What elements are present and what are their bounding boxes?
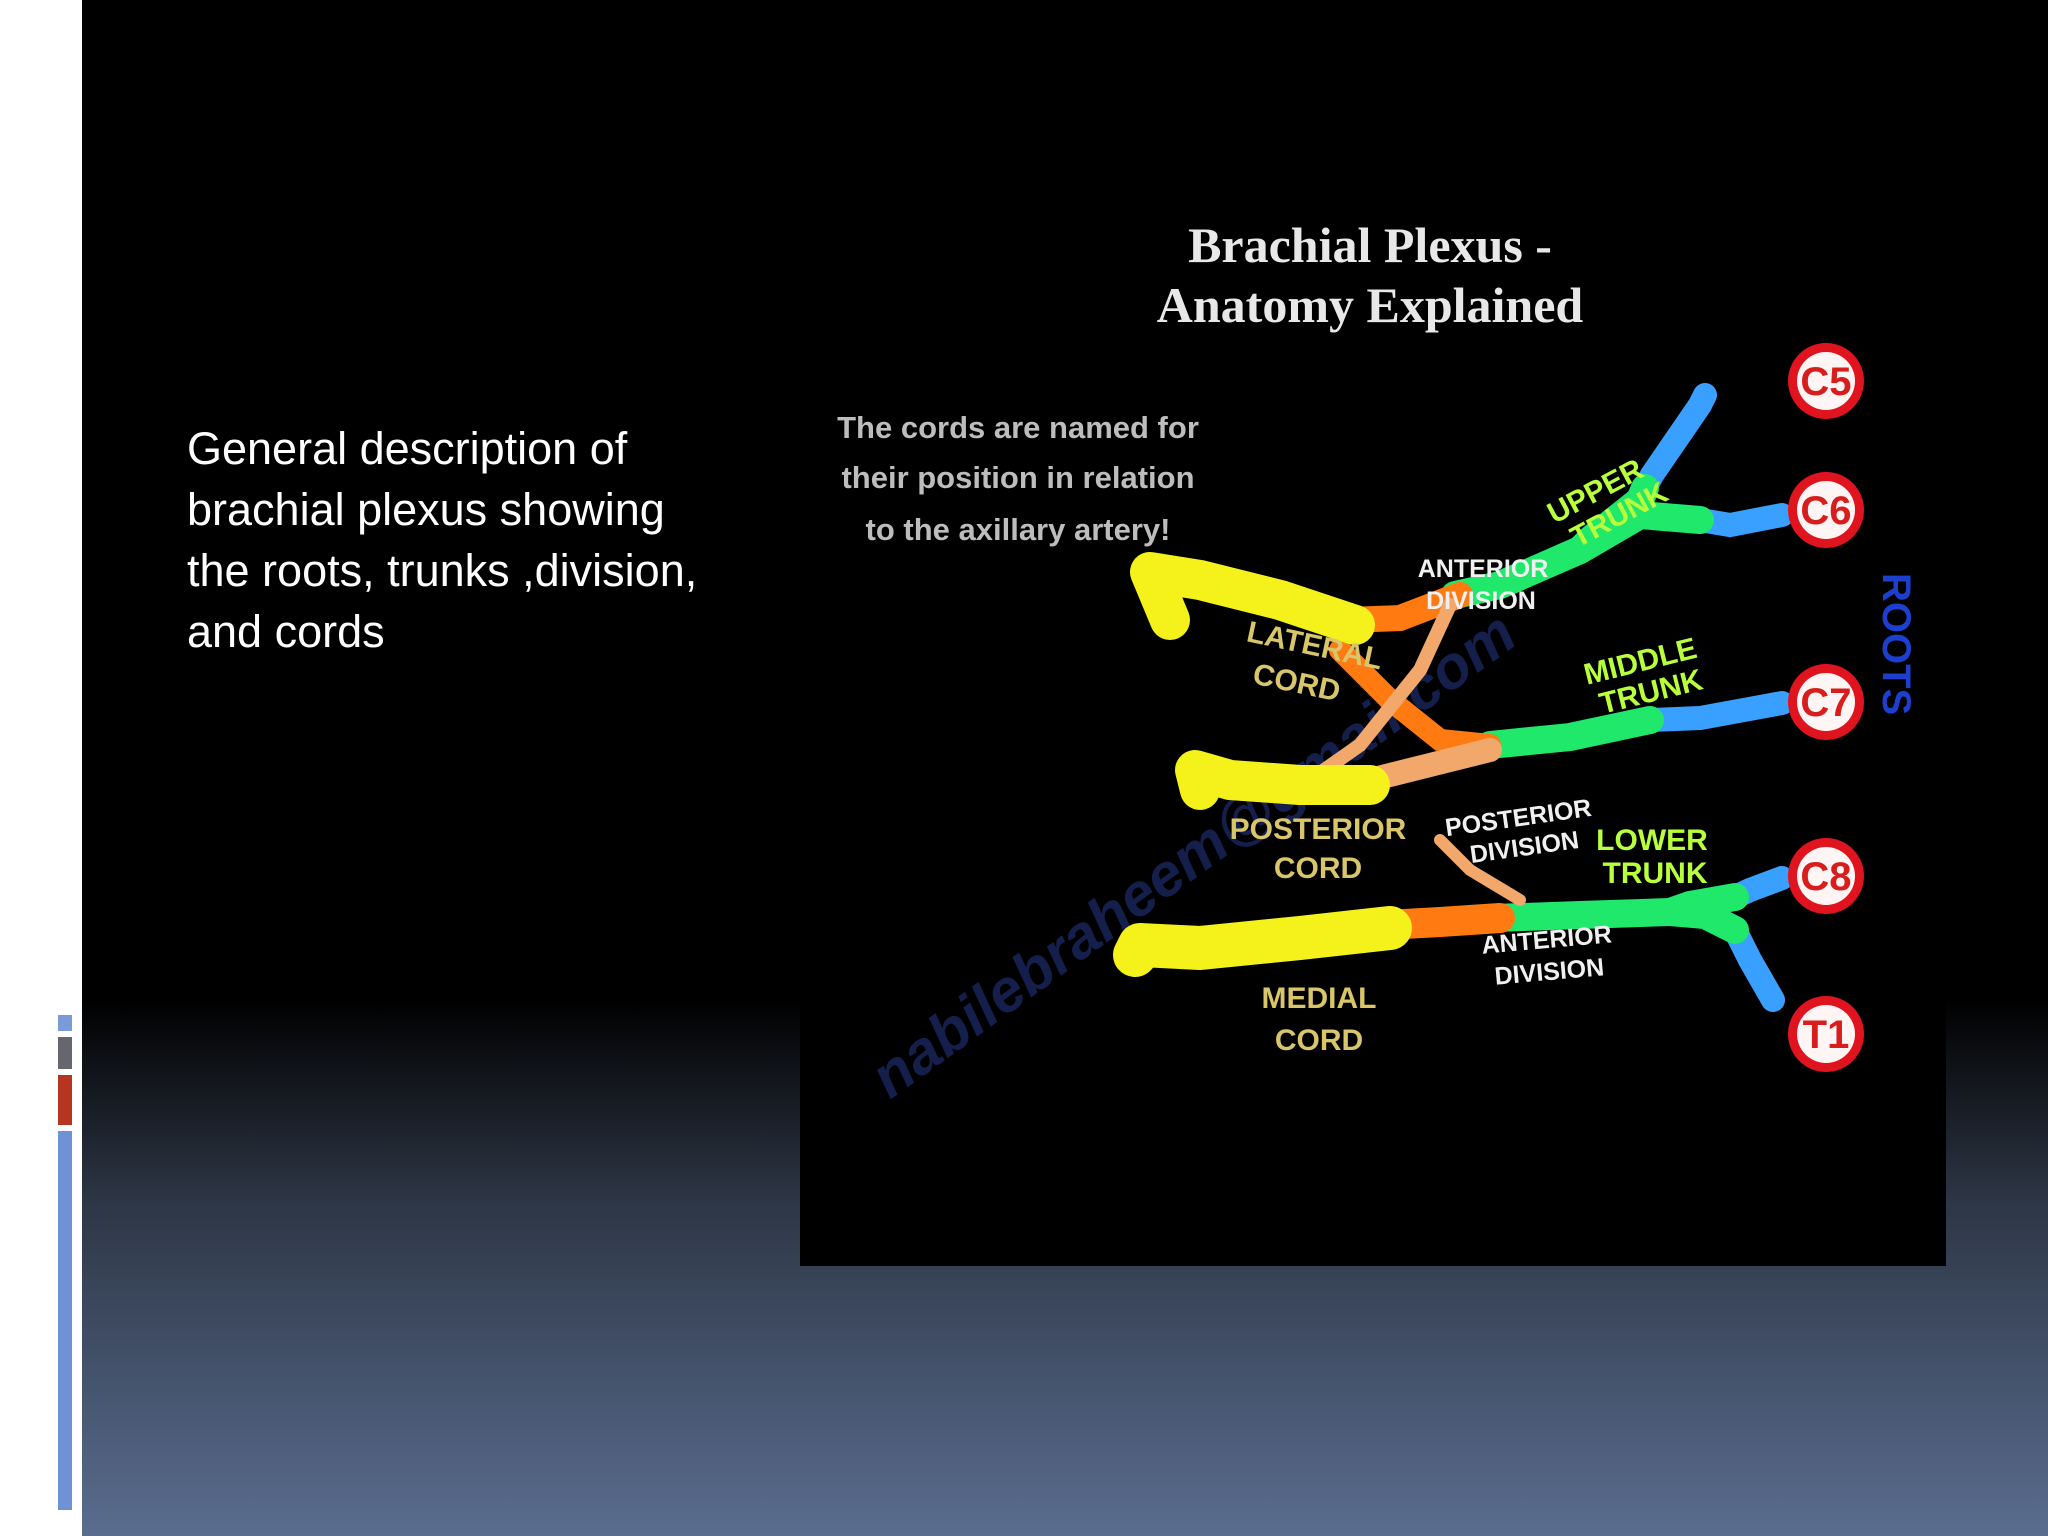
decorative-bars bbox=[48, 185, 69, 235]
root-badge-c5: C5 bbox=[1788, 343, 1864, 419]
root-badge-label: C8 bbox=[1800, 855, 1851, 899]
posterior-division-middle bbox=[1358, 738, 1502, 792]
diagram-note-line1: The cords are named for bbox=[837, 410, 1199, 445]
anterior-division-upper-label: ANTERIOR DIVISION bbox=[1418, 555, 1549, 615]
decorative-accent-bar bbox=[58, 1015, 72, 1510]
cords bbox=[1113, 552, 1412, 977]
lower-trunk-label: LOWER TRUNK bbox=[1596, 824, 1708, 890]
root-badge-c7: C7 bbox=[1788, 664, 1864, 740]
medial-cord-label-line2: CORD bbox=[1275, 1024, 1363, 1057]
medial-cord-label: MEDIAL CORD bbox=[1262, 982, 1377, 1057]
diagram-title-line1: Brachial Plexus - bbox=[1188, 217, 1552, 273]
upper-trunk-lower-branch bbox=[1566, 500, 1714, 564]
root-badge-label: C7 bbox=[1800, 681, 1851, 725]
diagram-note-line3: to the axillary artery! bbox=[866, 512, 1171, 547]
roots-label: ROOTS bbox=[1874, 573, 1918, 715]
lower-trunk-label-line2: TRUNK bbox=[1603, 857, 1708, 890]
anterior-division-middle bbox=[1329, 639, 1501, 756]
root-badge-t1: T1 bbox=[1788, 996, 1864, 1072]
brachial-plexus-diagram: Brachial Plexus - Anatomy Explained The … bbox=[800, 200, 1946, 1266]
trunks bbox=[1441, 474, 1749, 944]
slide-caption: General description of brachial plexus s… bbox=[187, 423, 698, 657]
posterior-cord-label: POSTERIOR CORD bbox=[1230, 813, 1407, 885]
medial-cord-label-line1: MEDIAL bbox=[1262, 982, 1377, 1015]
posterior-cord-label-line2: CORD bbox=[1274, 852, 1362, 885]
posterior-division-upper bbox=[1303, 598, 1457, 787]
medial-cord bbox=[1113, 906, 1412, 977]
posterior-cord-label-line1: POSTERIOR bbox=[1230, 813, 1407, 846]
lower-trunk-label-line1: LOWER bbox=[1596, 824, 1708, 857]
lower-trunk bbox=[1481, 898, 1684, 932]
anterior-division-upper-label-line1: ANTERIOR bbox=[1418, 555, 1549, 583]
diagram-note-line2: their position in relation bbox=[841, 460, 1194, 495]
root-badge-c6: C6 bbox=[1788, 472, 1864, 548]
root-badge-c8: C8 bbox=[1788, 838, 1864, 914]
lateral-cord bbox=[1130, 552, 1375, 645]
posterior-cord bbox=[1175, 750, 1390, 810]
root-badge-label: T1 bbox=[1803, 1013, 1850, 1057]
root-c7-nerve bbox=[1638, 691, 1794, 732]
root-badge-label: C5 bbox=[1800, 360, 1851, 404]
posterior-division-lower bbox=[1434, 834, 1526, 906]
middle-trunk bbox=[1476, 706, 1664, 759]
root-badge-label: C6 bbox=[1800, 489, 1851, 533]
anterior-division-upper-label-line2: DIVISION bbox=[1426, 587, 1536, 615]
diagram-title-line2: Anatomy Explained bbox=[1157, 277, 1584, 333]
